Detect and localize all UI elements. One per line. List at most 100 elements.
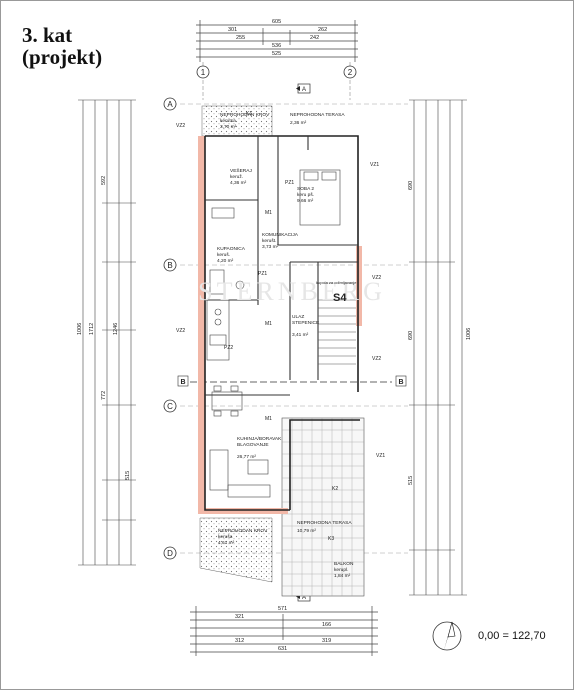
dim-bottom-2: 321 xyxy=(235,614,244,620)
dim-right-3: 690 xyxy=(408,331,414,340)
axis-markers-left xyxy=(163,97,408,560)
dim-left-4: 1246 xyxy=(113,323,119,335)
top-dimensions xyxy=(196,20,358,62)
section-b-right: B xyxy=(398,379,403,386)
room-9-area: 10,79 m² xyxy=(297,528,316,534)
section-line-bb xyxy=(177,375,407,387)
room-10-name: BALKON xyxy=(334,561,354,567)
room-5-line2: keruš. xyxy=(217,252,230,258)
tag-vz1-a: VZ1 xyxy=(370,162,379,168)
tag-k1: K1 xyxy=(246,111,252,117)
staircase xyxy=(318,299,356,365)
dim-top-5: 536 xyxy=(272,43,281,49)
dim-left-5: 772 xyxy=(101,391,107,400)
bottom-dimensions xyxy=(190,606,378,656)
room-4-name: KOMUNIKACIJA xyxy=(262,232,299,238)
axis-2-marker: 2 xyxy=(343,62,357,100)
section-bottom-label: A xyxy=(302,595,306,601)
dim-bottom-6: 166 xyxy=(322,622,331,628)
tag-vz2-a: VZ2 xyxy=(176,123,185,129)
floor-title-line2: (projekt) xyxy=(22,45,103,69)
tag-vz2-b: VZ2 xyxy=(176,328,185,334)
axis-B-label: B xyxy=(167,261,172,270)
room-9-name: NEPROHODNA TERASA xyxy=(297,520,352,526)
left-dimensions xyxy=(78,99,136,566)
room-6-name: ULAZ xyxy=(292,314,304,320)
bathroom-fixtures xyxy=(209,207,245,295)
axis-2-label: 2 xyxy=(348,68,353,77)
tag-pz1-a: PZ1 xyxy=(285,180,294,186)
outer-walls-highlight xyxy=(198,136,362,514)
dim-bottom-4: 319 xyxy=(322,638,331,644)
room-4-area: 3,73 m² xyxy=(262,244,279,250)
room-2-area: 4,36 m² xyxy=(230,180,247,186)
room-0-area: 3,70 m² xyxy=(220,124,237,130)
tag-m1-b: M1 xyxy=(265,321,272,327)
room-1-name: NEPROHODNA TERASA xyxy=(290,112,345,118)
tag-k3: K3 xyxy=(328,536,334,542)
right-dimensions xyxy=(409,99,467,596)
axis-1-label: 1 xyxy=(201,68,206,77)
room-3-name: SOBA 2 xyxy=(297,186,314,192)
tag-m1-c: M1 xyxy=(265,416,272,422)
room-10-area: 1,84 m² xyxy=(334,573,351,579)
dim-bottom-3: 312 xyxy=(235,638,244,644)
dim-bottom-5: 631 xyxy=(278,646,287,652)
watermark: STERNBERG xyxy=(198,277,386,306)
dim-right-1: 1006 xyxy=(466,328,472,340)
dim-top-1: 605 xyxy=(272,19,281,25)
north-arrow xyxy=(432,621,462,651)
section-arrow-top: A xyxy=(296,83,311,94)
room-0-name: NEPROHODAN KROV xyxy=(220,112,270,118)
room-4-line2: kerušt. xyxy=(262,238,276,244)
interior-walls xyxy=(205,136,358,396)
dim-right-2: 690 xyxy=(408,181,414,190)
room-6-area: 3,41 m² xyxy=(292,332,309,338)
bed xyxy=(299,169,341,226)
kitchen-counter xyxy=(206,299,230,361)
dim-bottom-1: 571 xyxy=(278,606,287,612)
room-5-name: KUPAONICA xyxy=(217,246,246,252)
tag-k2: K2 xyxy=(332,486,338,492)
dim-top-2: 301 xyxy=(228,27,237,33)
tag-vz1-b: VZ1 xyxy=(376,453,385,459)
axis-A-label: A xyxy=(167,100,173,109)
room-10-line2: kerupl. xyxy=(334,567,348,573)
room-8-name: NEPROHODAN KROV xyxy=(218,528,268,534)
element-tags: VZ2 VZ2 VZ1 VZ2 VZ2 VZ1 M1 M1 M1 PZ1 PZ1… xyxy=(176,111,385,542)
dim-top-7: 242 xyxy=(310,35,319,41)
unit-label: S4 xyxy=(333,292,347,304)
dim-left-2: 1712 xyxy=(89,323,95,335)
terrace-grid xyxy=(281,417,365,597)
room-6-line2: STEPENICE xyxy=(292,320,319,326)
room-3-area: 9,66 m² xyxy=(297,198,314,204)
floor-title-line1: 3. kat xyxy=(22,23,73,47)
room-2-line2: keruž. xyxy=(230,174,243,180)
tag-m1-a: M1 xyxy=(265,210,272,216)
tag-vz2-d: VZ2 xyxy=(372,356,381,362)
dining-table xyxy=(211,385,243,417)
roof-area-bottom xyxy=(199,517,273,583)
room-5-area: 4,20 m² xyxy=(217,258,234,264)
dim-top-3: 262 xyxy=(318,27,327,33)
dim-top-6: 255 xyxy=(236,35,245,41)
tag-pz1-b: PZ1 xyxy=(258,271,267,277)
room-labels: NEPROHODAN KROV kerutsa 3,70 m² NEPROHOD… xyxy=(217,112,354,579)
dim-top-4: 525 xyxy=(272,51,281,57)
dim-right-4: 515 xyxy=(408,476,414,485)
room-2-name: VEŠERAJ xyxy=(230,167,252,174)
axis-1-marker: 1 xyxy=(196,62,210,100)
dim-left-6: 515 xyxy=(125,471,131,480)
section-b-left: B xyxy=(180,379,185,386)
kupola-note: kupola za odimljavanje xyxy=(316,280,357,285)
room-7-name: KUHINJA/BORAVAK xyxy=(237,436,282,442)
building-outline xyxy=(204,135,360,511)
axis-C-label: C xyxy=(167,402,173,411)
room-7-area: 26,77 m² xyxy=(237,454,256,460)
room-0-line2: kerutsa xyxy=(220,118,236,124)
axis-D-label: D xyxy=(167,549,173,558)
tag-pz2: PZ2 xyxy=(224,345,233,351)
roof-area-top xyxy=(201,105,273,137)
room-7-line2: BLAGOVANJE xyxy=(237,442,269,448)
